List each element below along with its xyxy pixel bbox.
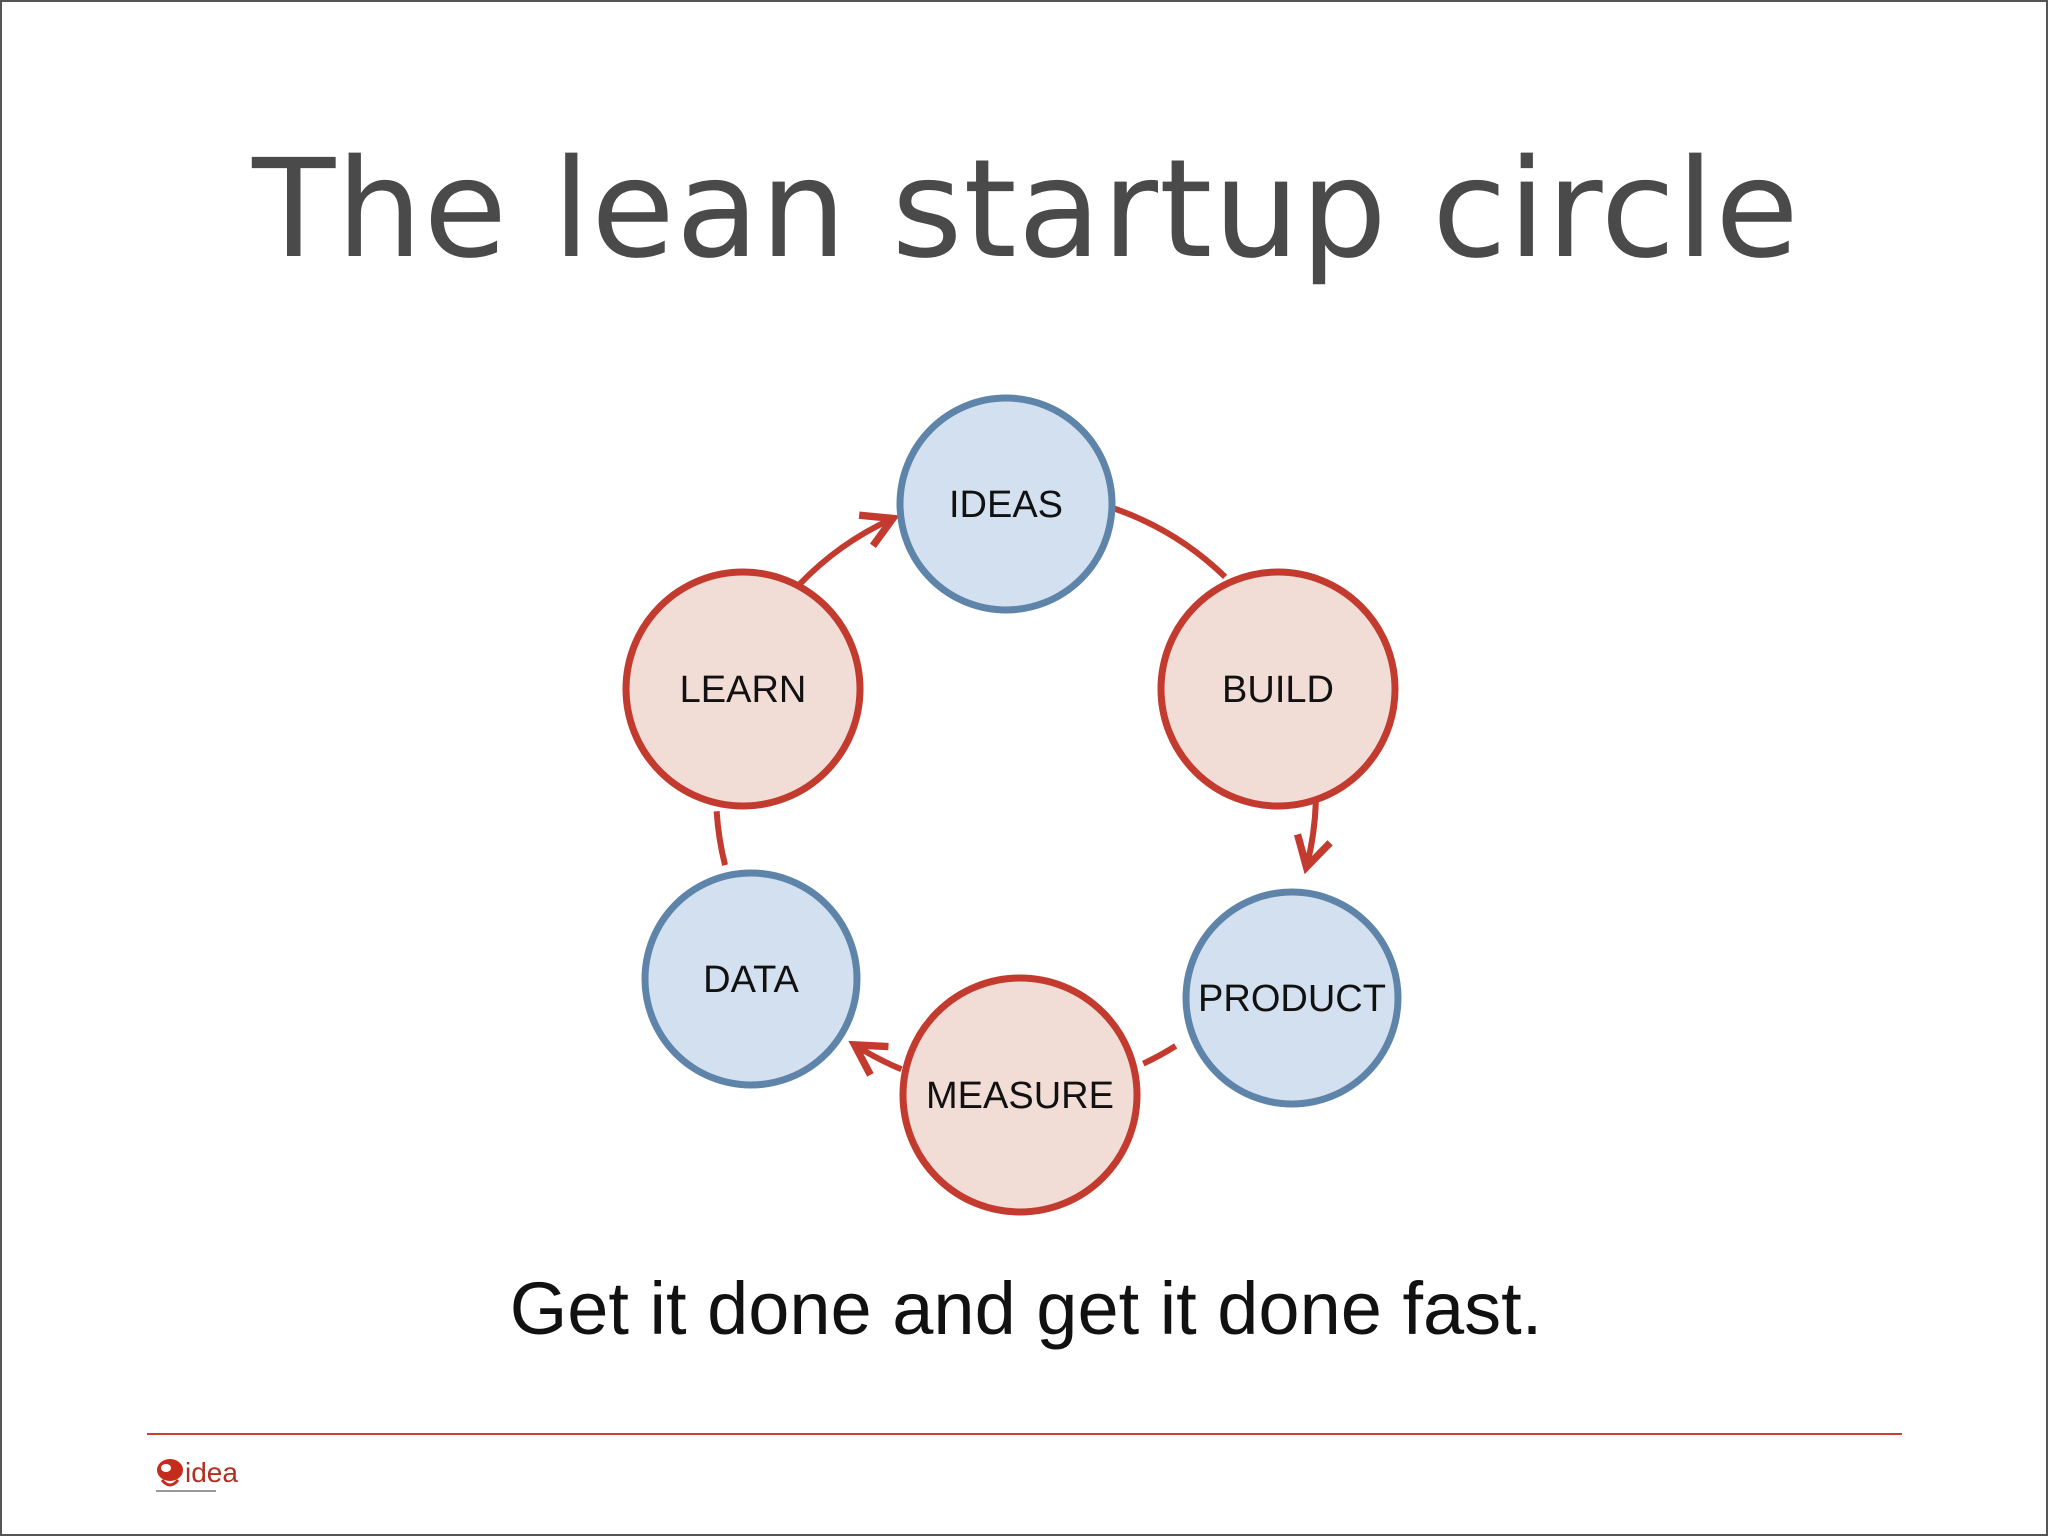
node-learn: LEARN: [622, 568, 864, 810]
node-ideas-circle: [896, 394, 1116, 614]
node-learn-circle: [622, 568, 864, 810]
slide-title: The lean startup circle: [252, 131, 1800, 289]
node-product-circle: [1182, 888, 1402, 1108]
edge-data-to-learn: [713, 811, 728, 866]
footer-rule: [147, 1433, 1902, 1435]
node-ideas-label: IDEAS: [949, 484, 1063, 526]
edge-product-to-measure: [1142, 1043, 1178, 1067]
node-data-circle: [641, 869, 861, 1089]
node-build: BUILD: [1157, 568, 1399, 810]
node-product-label: PRODUCT: [1198, 978, 1386, 1020]
node-measure-circle: [899, 974, 1141, 1216]
node-build-circle: [1157, 568, 1399, 810]
edge-ideas-to-build: [1113, 505, 1228, 580]
node-data: DATA: [641, 869, 861, 1089]
node-learn-label: LEARN: [680, 669, 807, 711]
node-build-label: BUILD: [1222, 669, 1334, 711]
nodes-layer: IDEAS BUILD PRODUCT MEASURE DATA LEARN: [622, 394, 1402, 1216]
node-ideas: IDEAS: [896, 394, 1116, 614]
node-measure: MEASURE: [899, 974, 1141, 1216]
slide-subtitle: Get it done and get it done fast.: [509, 1267, 1543, 1350]
edge-measure-to-data: [848, 1040, 903, 1077]
node-data-label: DATA: [703, 959, 799, 1001]
idea-logo: idea: [156, 1457, 238, 1492]
node-product: PRODUCT: [1182, 888, 1402, 1108]
edge-learn-to-ideas: [797, 511, 900, 587]
logo-word: idea: [185, 1457, 238, 1488]
node-measure-label: MEASURE: [926, 1075, 1114, 1117]
edge-build-to-product: [1294, 801, 1333, 875]
